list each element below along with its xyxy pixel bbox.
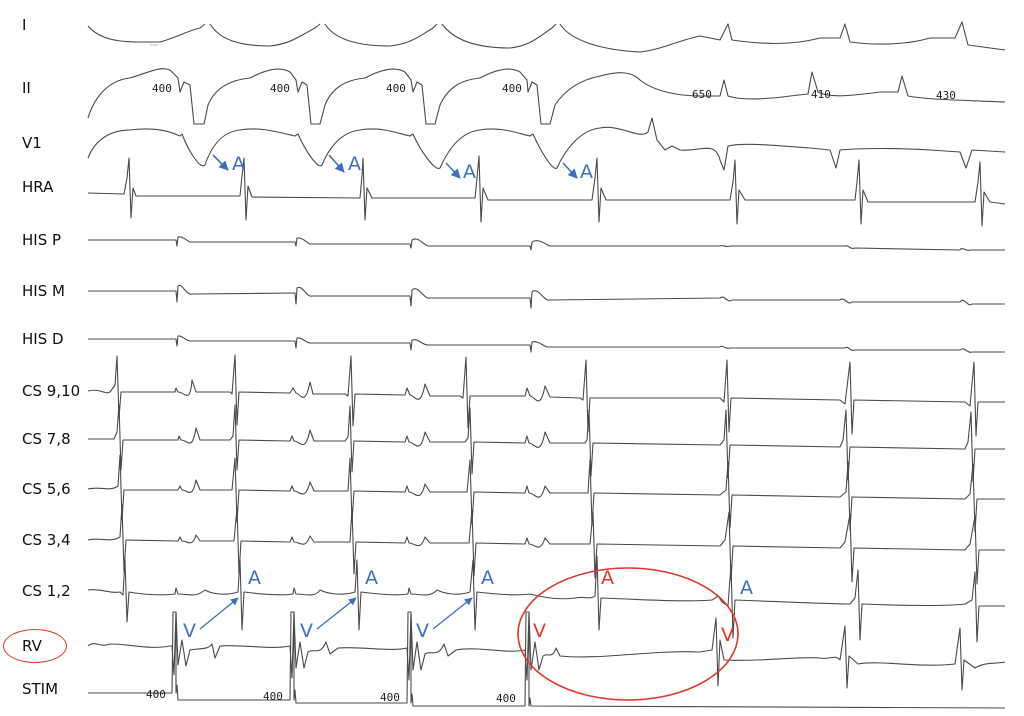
interval-ii-5: 650: [692, 88, 712, 101]
interval-ii-7: 430: [936, 89, 956, 102]
cs12-atrial-label: A: [365, 567, 378, 589]
lead-label-rv: RV: [22, 637, 42, 655]
cs12-atrial-label: A: [248, 567, 261, 589]
rv-ventricular-label-highlight: V: [533, 620, 546, 642]
va-conduction-arrow-icon: [432, 597, 473, 630]
interval-ii-6: 410: [811, 88, 831, 101]
v1-atrial-label: A: [580, 161, 593, 183]
lead-label-his-d: HIS D: [22, 330, 64, 348]
trace-lead-stim: [88, 611, 1006, 709]
interval-stim-1: 400: [146, 688, 166, 701]
arrow-icon: [212, 154, 229, 171]
interval-stim-2: 400: [263, 690, 283, 703]
interval-stim-4: 400: [496, 692, 516, 705]
trace-lead-cs-9-10: [87, 354, 1005, 437]
trace-lead-v1: [87, 117, 1006, 171]
interval-ii-2: 400: [270, 82, 290, 95]
cs12-atrial-label: A: [740, 577, 753, 599]
v1-atrial-label: A: [348, 153, 361, 175]
arrow-icon: [445, 162, 461, 179]
trace-lead-i: [87, 21, 1006, 53]
rv-label-circle: [3, 629, 67, 663]
lead-label-his-p: HIS P: [22, 231, 62, 249]
interval-ii-4: 400: [502, 82, 522, 95]
trace-lead-ii: [87, 68, 1006, 125]
trace-lead-rv: [87, 611, 1006, 691]
lead-label-i: I: [22, 16, 27, 34]
interval-stim-3: 400: [380, 691, 400, 704]
arrow-icon: [562, 162, 578, 179]
rv-ventricular-label: V: [300, 620, 313, 642]
trace-lead-his-m: [88, 284, 1005, 309]
trace-lead-cs-5-6: [87, 454, 1005, 533]
lead-label-cs-3-4: CS 3,4: [22, 531, 71, 549]
rv-ventricular-label: V: [183, 620, 196, 642]
cs12-atrial-label: A: [481, 567, 494, 589]
lead-label-stim: STIM: [22, 680, 59, 698]
va-conduction-arrow-icon: [316, 597, 357, 630]
lead-label-ii: II: [22, 79, 31, 97]
trace-lead-his-d: [88, 335, 1005, 353]
trace-lead-hra: [87, 155, 1006, 227]
interval-ii-1: 400: [152, 82, 172, 95]
arrow-icon: [328, 154, 345, 173]
lead-label-cs-5-6: CS 5,6: [22, 480, 71, 498]
highlight-ellipse: [517, 567, 739, 701]
trace-lead-cs-1-2: [87, 555, 1005, 643]
trace-lead-cs-3-4: [87, 504, 1005, 585]
lead-label-v1: V1: [22, 134, 42, 152]
v1-atrial-label: A: [463, 161, 476, 183]
trace-lead-his-p: [88, 236, 1005, 251]
cs12-atrial-label-highlight: A: [601, 567, 614, 589]
lead-label-his-m: HIS M: [22, 282, 65, 300]
interval-ii-3: 400: [386, 82, 406, 95]
trace-lead-cs-7-8: [88, 404, 1005, 483]
v1-atrial-label: A: [232, 153, 245, 175]
lead-label-cs-7-8: CS 7,8: [22, 430, 71, 448]
lead-label-cs-9-10: CS 9,10: [22, 382, 81, 400]
va-conduction-arrow-icon: [199, 597, 239, 630]
rv-ventricular-label: V: [416, 620, 429, 642]
lead-label-cs-1-2: CS 1,2: [22, 582, 71, 600]
lead-label-hra: HRA: [22, 178, 54, 196]
rv-ventricular-label-highlight: V: [721, 624, 734, 646]
